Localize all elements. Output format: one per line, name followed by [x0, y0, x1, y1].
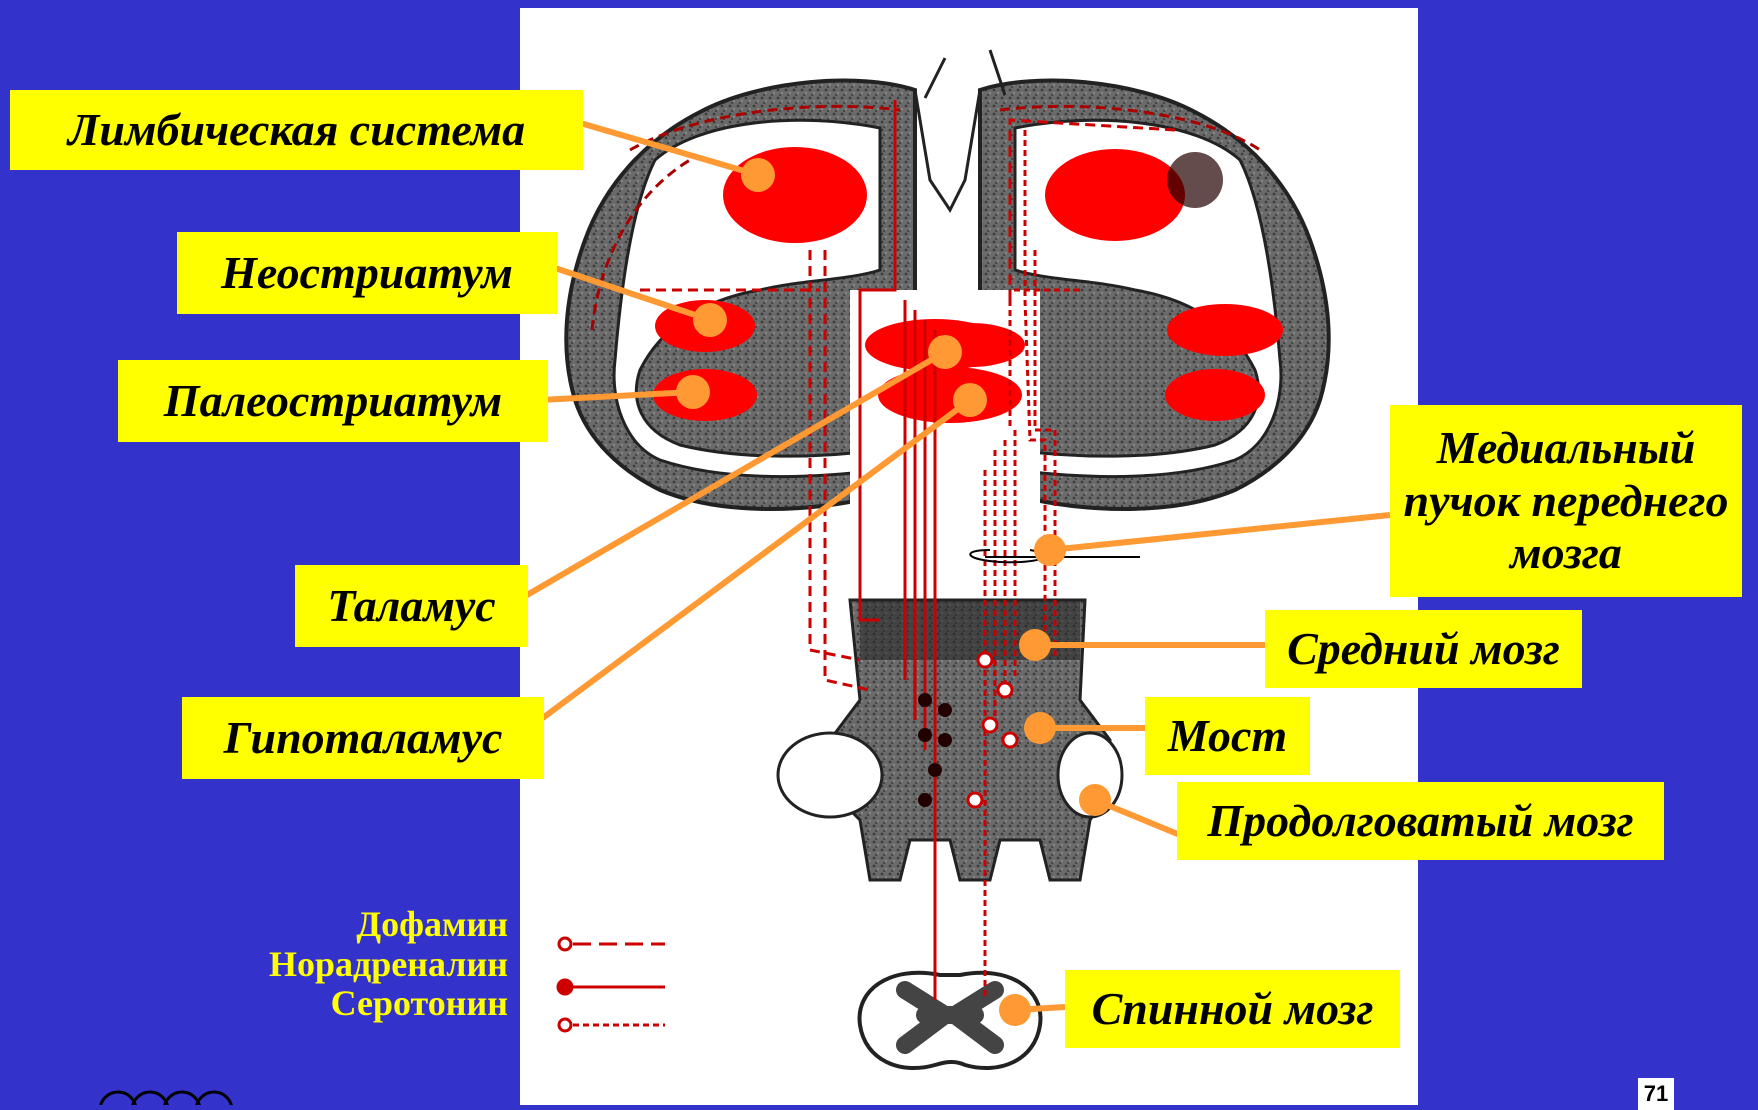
mfb-line-2: пучок переднего: [1404, 475, 1729, 528]
label-medulla: Продолговатый мозг: [1177, 782, 1664, 860]
legend-noradrenaline: Норадреналин: [269, 945, 508, 985]
label-midbrain: Средний мозг: [1265, 610, 1582, 688]
label-pons: Мост: [1145, 697, 1310, 775]
legend-dopamine: Дофамин: [269, 905, 508, 945]
dark-spot: [1167, 152, 1223, 208]
label-spinal-cord: Спинной мозг: [1065, 970, 1400, 1048]
label-paleostriatum: Палеостриатум: [118, 360, 548, 442]
label-limbic-system: Лимбическая система: [10, 90, 583, 170]
label-hypothalamus: Гипоталамус: [182, 697, 544, 779]
mfb-line-3: мозга: [1510, 527, 1622, 580]
logo-icon: [100, 1092, 232, 1105]
label-medial-forebrain-bundle: Медиальный пучок переднего мозга: [1390, 405, 1742, 597]
legend-serotonin: Серотонин: [269, 984, 508, 1024]
mfb-line-1: Медиальный: [1437, 422, 1696, 475]
label-neostriatum: Неостриатум: [177, 232, 557, 314]
page-number: 71: [1638, 1078, 1674, 1110]
noradrenaline-sample-icon: [558, 980, 572, 994]
legend: Дофамин Норадреналин Серотонин: [269, 905, 508, 1024]
cerebellar-peduncle-left: [778, 733, 882, 817]
label-thalamus: Таламус: [295, 565, 528, 647]
